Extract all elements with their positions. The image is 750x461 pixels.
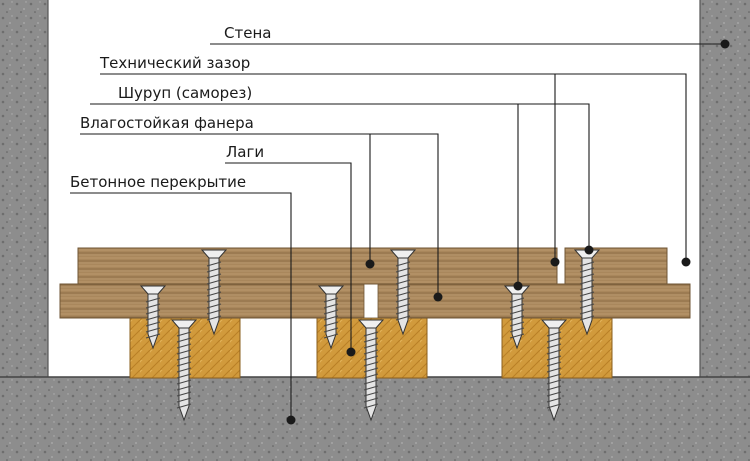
screw-5 [389,249,417,336]
label-screw: Шуруп (саморез) [118,84,252,102]
label-joists: Лаги [226,143,264,161]
label-concrete: Бетонное перекрытие [70,173,246,191]
wall-right [699,0,750,378]
screw-1 [139,285,167,350]
leader-gap [100,73,687,262]
label-technical-gap: Технический зазор [99,54,250,72]
leader-dots [286,39,730,425]
label-wall: Стена [224,24,271,42]
screw-2 [200,249,228,336]
leader-plywood [80,133,439,297]
label-plywood: Влагостойкая фанера [80,114,254,132]
screw-6 [357,319,385,422]
leader-screw [90,103,590,250]
screw-4 [317,285,345,350]
wall-left [0,0,49,378]
technical-gap-hole [363,283,379,319]
leader-lines [70,43,725,420]
screw-3 [170,319,198,422]
leader-concrete [70,192,292,420]
screw-9 [540,319,568,422]
leader-joists [225,162,352,352]
plywood-top [77,247,668,285]
